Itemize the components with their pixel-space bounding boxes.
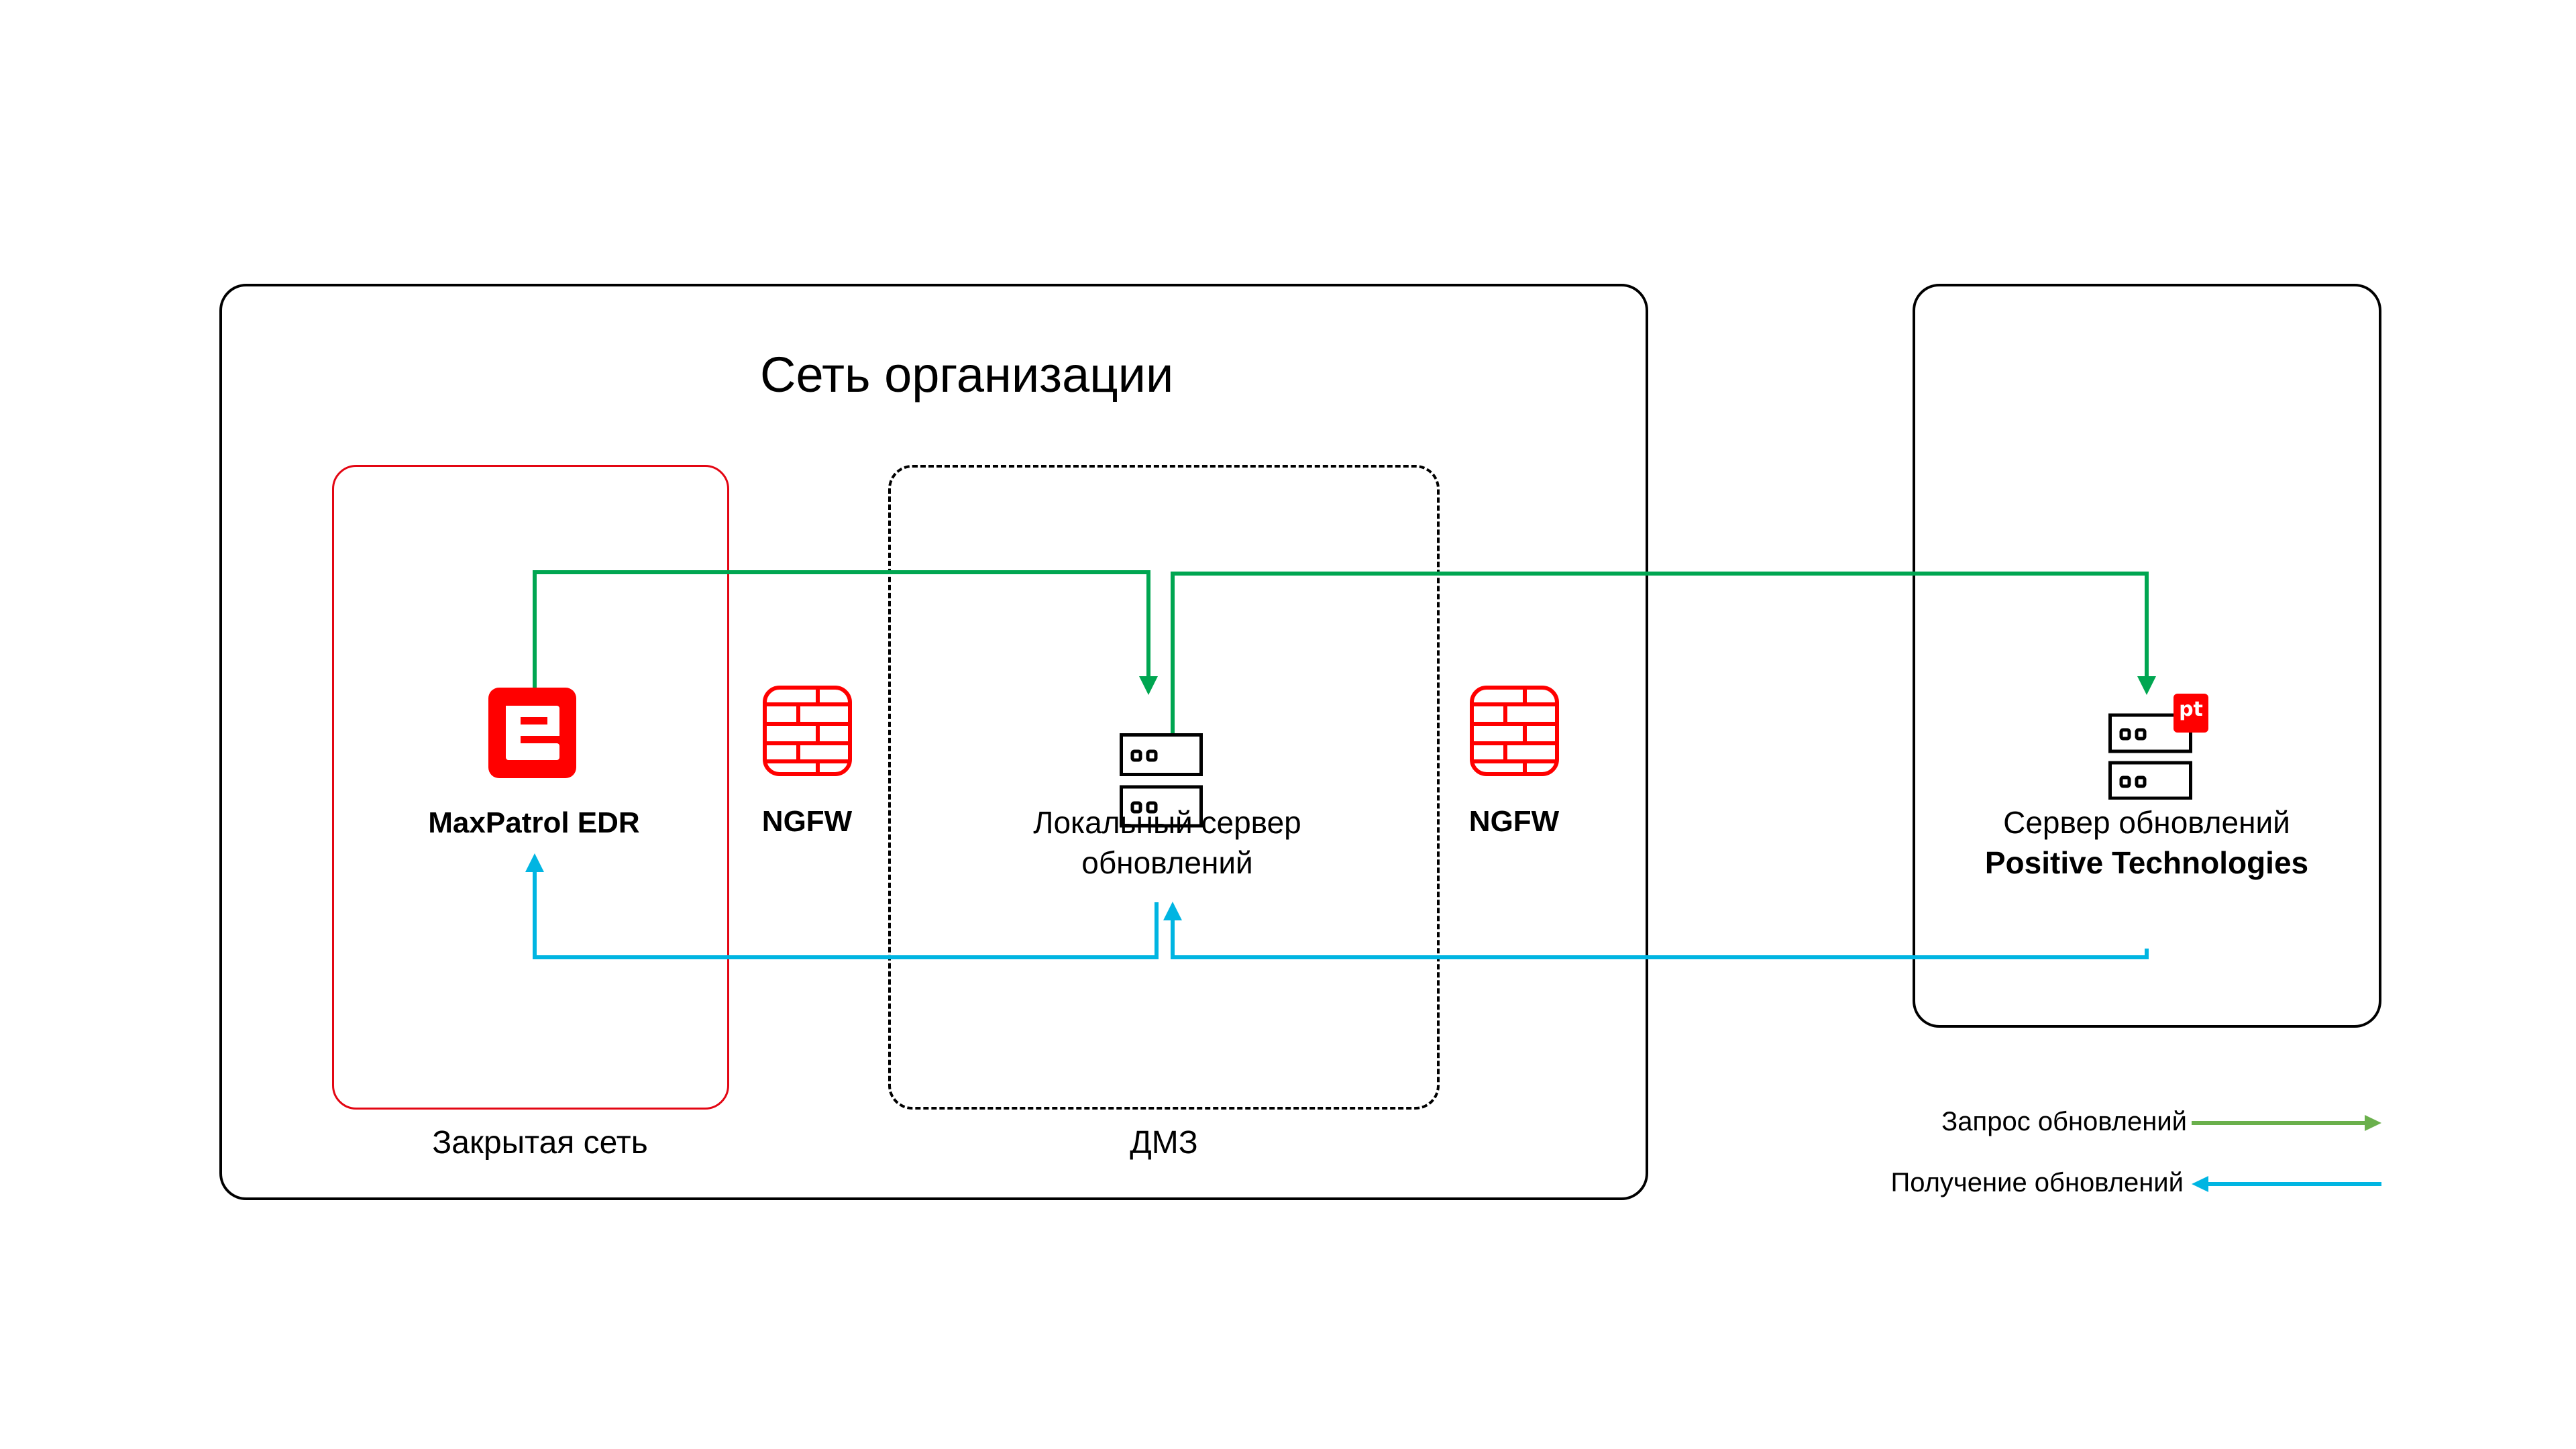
closed-network-boundary <box>332 465 729 1110</box>
pt-logo-badge: pt <box>2174 694 2208 733</box>
dmz-label: ДМЗ <box>1130 1125 1198 1161</box>
ngfw-inner-label: NGFW <box>761 805 853 838</box>
edr-label: MaxPatrol EDR <box>428 806 640 839</box>
ngfw-outer-label: NGFW <box>1468 805 1560 838</box>
firewall-icon <box>1470 686 1559 776</box>
pt-server-icon <box>2108 696 2209 800</box>
local-server-label: Локальный сервер обновлений <box>1000 802 1335 883</box>
legend-request-label: Запрос обновлений <box>1941 1107 2187 1136</box>
organization-network-title: Сеть организации <box>760 347 1174 402</box>
pt-server-label-line1: Сервер обновлений <box>2003 805 2290 840</box>
local-server-icon <box>1120 733 1203 828</box>
organization-network-boundary <box>219 284 1648 1200</box>
closed-network-label: Закрытая сеть <box>432 1125 648 1161</box>
local-server-label-line2: обновлений <box>1081 845 1253 880</box>
firewall-icon <box>763 686 852 776</box>
legend-request-arrowhead <box>2365 1115 2381 1131</box>
maxpatrol-edr-logo-icon <box>488 688 576 778</box>
legend-receive-arrowhead <box>2192 1176 2208 1192</box>
legend-receive-label: Получение обновлений <box>1890 1168 2184 1197</box>
pt-server-label: Сервер обновлений Positive Technologies <box>1979 802 2314 883</box>
pt-server-label-line2: Positive Technologies <box>1984 845 2309 880</box>
pt-update-server-boundary <box>1913 284 2381 1028</box>
local-server-label-line1: Локальный сервер <box>1033 805 1301 840</box>
dmz-boundary <box>888 465 1440 1110</box>
